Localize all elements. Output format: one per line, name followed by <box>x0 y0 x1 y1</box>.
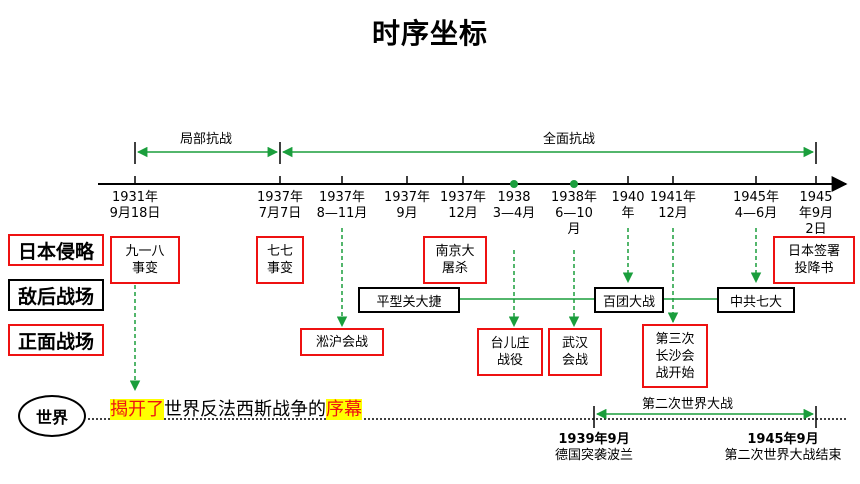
event-surrender: 日本签署投降书 <box>773 236 855 284</box>
event-seventh-congress: 中共七大 <box>717 287 795 313</box>
world-caption: 揭开了世界反法西斯战争的序幕 <box>110 398 362 422</box>
highlight-prelude: 序幕 <box>326 399 362 420</box>
highlight-reveal: 揭开了 <box>110 399 164 420</box>
event-mukden: 九一八事变 <box>110 236 180 284</box>
category-japan: 日本侵略 <box>8 234 104 266</box>
ww2-label: 第二次世界大战 <box>642 397 734 412</box>
event-marco-polo: 七七事变 <box>256 236 304 284</box>
event-wuhan: 武汉会战 <box>548 328 602 376</box>
page-title: 时序坐标 <box>371 17 488 50</box>
ww2-end: 1945年9月第二次世界大战结束 <box>724 432 842 463</box>
category-world: 世界 <box>18 395 86 437</box>
world-caption-mid: 世界反法西斯战争的 <box>164 399 326 420</box>
ww2-start: 1939年9月德国突袭波兰 <box>554 432 633 463</box>
dot-1938b <box>570 180 578 188</box>
event-pingxingguan: 平型关大捷 <box>358 287 460 313</box>
event-changsha: 第三次长沙会战开始 <box>642 324 708 388</box>
full-war-label: 全面抗战 <box>543 132 596 147</box>
event-songhu: 淞沪会战 <box>300 328 384 356</box>
category-front: 正面战场 <box>8 324 104 356</box>
category-enemy-rear: 敌后战场 <box>8 279 104 311</box>
event-hundred-regiments: 百团大战 <box>594 287 664 313</box>
event-nanjing: 南京大屠杀 <box>423 236 487 284</box>
local-war-label: 局部抗战 <box>180 132 233 147</box>
dot-1938a <box>510 180 518 188</box>
event-taierzhuang: 台儿庄战役 <box>477 328 543 376</box>
